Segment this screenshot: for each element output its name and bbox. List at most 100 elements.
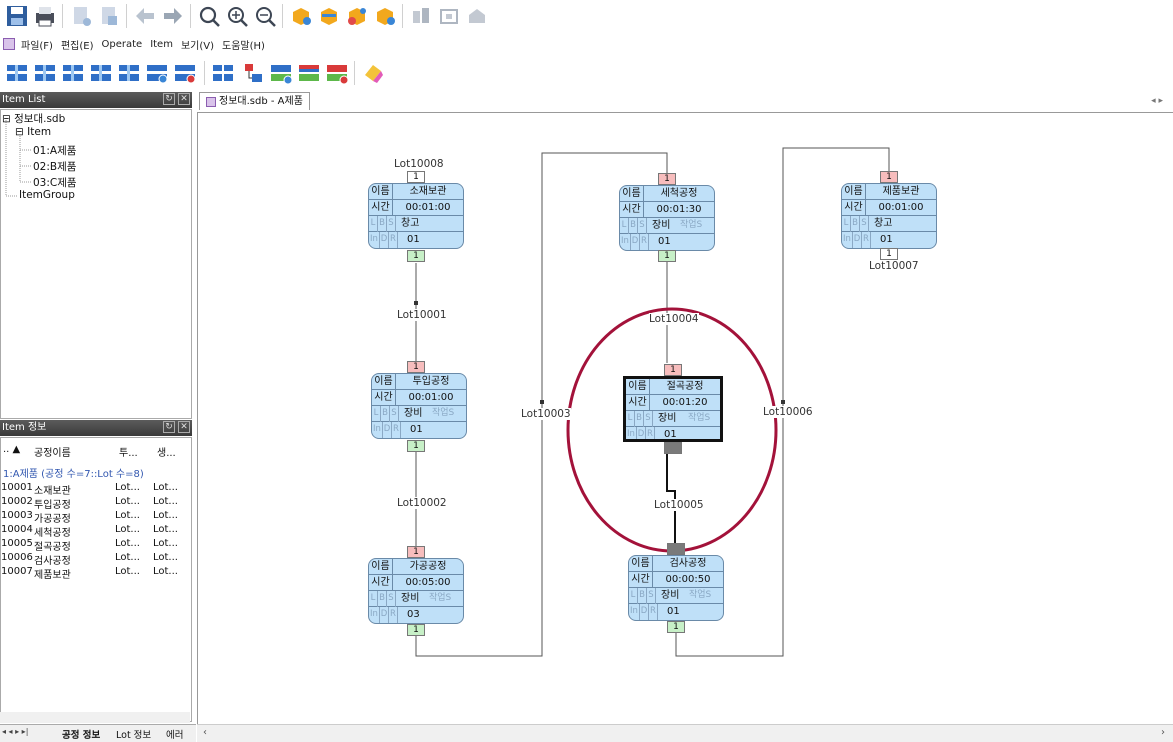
stop-disabled-icon[interactable] [436, 3, 462, 29]
menu-item[interactable]: Item [150, 38, 173, 50]
box-check-icon[interactable] [372, 3, 398, 29]
tree-item-b[interactable]: 02:B제품 [33, 159, 76, 174]
lot-label[interactable]: Lot10002 [397, 497, 447, 509]
align-right-icon[interactable] [60, 60, 86, 86]
lot-label[interactable]: Lot10006 [763, 406, 813, 418]
align-center-icon[interactable] [32, 60, 58, 86]
name-label: 이름 [620, 186, 644, 202]
box-open-icon[interactable] [316, 3, 342, 29]
tree-root[interactable]: ⊟ 정보대.sdb [2, 113, 66, 125]
edit-lot-icon[interactable] [296, 60, 322, 86]
align-bottom-icon[interactable] [144, 60, 170, 86]
zoom-fit-icon[interactable] [196, 3, 222, 29]
output-port[interactable]: 1 [658, 250, 676, 262]
output-port[interactable]: 1 [407, 624, 425, 636]
menu-view[interactable]: 보기(V) [180, 40, 214, 52]
tab-nav-arrows-icon[interactable]: ◂ ◂ ▸ ▸| [2, 727, 29, 736]
tab-scroll-arrows-icon[interactable]: ◂ ▸ [1151, 96, 1163, 106]
flag-in: In [626, 427, 637, 439]
scroll-right-icon[interactable]: › [1161, 727, 1165, 738]
box-add-icon[interactable] [288, 3, 314, 29]
input-port[interactable]: 1 [407, 361, 425, 373]
lot-label[interactable]: Lot10005 [654, 499, 704, 511]
output-port[interactable]: 1 [880, 248, 898, 260]
undo-icon[interactable] [132, 3, 158, 29]
eraser-icon[interactable] [360, 60, 386, 86]
align-left-icon[interactable] [4, 60, 30, 86]
zoom-in-icon[interactable] [224, 3, 250, 29]
new-doc-icon[interactable] [68, 3, 94, 29]
flag-s: S [860, 216, 869, 232]
menu-operate[interactable]: Operate [101, 38, 143, 50]
menu-file[interactable]: 파일(F) [21, 40, 53, 52]
tab-error[interactable]: 에러 [166, 730, 184, 741]
align-middle-icon[interactable] [116, 60, 142, 86]
input-port[interactable]: 1 [407, 171, 425, 183]
run-disabled-icon[interactable] [408, 3, 434, 29]
refresh-icon[interactable]: ↻ [163, 421, 175, 433]
menu-edit[interactable]: 편집(E) [60, 40, 94, 52]
zoom-out-icon[interactable] [252, 3, 278, 29]
left-horizontal-scrollbar[interactable] [0, 712, 190, 723]
redo-icon[interactable] [160, 3, 186, 29]
sort-arrow-icon[interactable]: .. ▲ [3, 444, 21, 455]
input-port[interactable]: 1 [407, 546, 425, 558]
scroll-left-icon[interactable]: ‹ [203, 727, 207, 738]
col-process-name[interactable]: 공정이름 [34, 448, 71, 459]
align-top-icon[interactable] [88, 60, 114, 86]
input-port[interactable]: 1 [658, 173, 676, 185]
tab-lot-info[interactable]: Lot 정보 [116, 730, 152, 741]
lot-label[interactable]: Lot10001 [397, 309, 447, 321]
lot-label[interactable]: Lot10003 [521, 408, 571, 420]
process-canvas[interactable]: Lot10008 Lot10001 Lot10002 Lot10003 Lot1… [197, 112, 1173, 724]
output-port[interactable]: 1 [407, 250, 425, 262]
refresh-icon[interactable]: ↻ [163, 93, 175, 105]
tree-item-a-label: 01:A제품 [33, 145, 77, 157]
resource-count: 01 [658, 236, 671, 247]
close-icon[interactable]: ✕ [178, 93, 190, 105]
connect-icon[interactable] [240, 60, 266, 86]
col-output[interactable]: 생... [157, 448, 176, 459]
tab-process-info[interactable]: 공정 정보 [62, 730, 101, 741]
input-port[interactable]: 1 [667, 543, 685, 555]
output-port[interactable]: 1 [664, 442, 682, 454]
copy-doc-icon[interactable] [96, 3, 122, 29]
document-tab[interactable]: 정보대.sdb - A제품 [199, 92, 310, 110]
reset-disabled-icon[interactable] [464, 3, 490, 29]
distribute-icon[interactable] [210, 60, 236, 86]
tree-group-label: Item [27, 126, 52, 138]
tree-item-a[interactable]: 01:A제품 [33, 143, 76, 158]
menu-help[interactable]: 도움말(H) [222, 40, 265, 52]
lot-label[interactable]: Lot10007 [869, 260, 919, 272]
tree-group-item[interactable]: ⊟ Item [15, 126, 52, 138]
flag-r: R [649, 604, 658, 620]
tree-item-c[interactable]: 03:C제품 [33, 175, 77, 190]
lot-label[interactable]: Lot10004 [649, 313, 699, 325]
save-icon[interactable] [4, 3, 30, 29]
output-port[interactable]: 1 [407, 440, 425, 452]
name-label: 이름 [369, 184, 393, 200]
row-output: Lot... [153, 524, 178, 535]
delete-node-icon[interactable] [172, 60, 198, 86]
input-port[interactable]: 1 [664, 364, 682, 376]
close-icon[interactable]: ✕ [178, 421, 190, 433]
work-label: 작업S [429, 593, 452, 603]
output-port[interactable]: 1 [667, 621, 685, 633]
input-port[interactable]: 1 [880, 171, 898, 183]
col-input[interactable]: 투... [119, 448, 138, 459]
lot-label[interactable]: Lot10008 [394, 158, 444, 170]
delete-lot-icon[interactable] [324, 60, 350, 86]
process-name: 소재보관 [409, 186, 447, 197]
box-link-icon[interactable] [344, 3, 370, 29]
tree-item-group[interactable]: ItemGroup [19, 189, 75, 201]
print-icon[interactable] [32, 3, 58, 29]
canvas-horizontal-scrollbar[interactable]: ‹ › [197, 724, 1173, 742]
add-lot-icon[interactable] [268, 60, 294, 86]
